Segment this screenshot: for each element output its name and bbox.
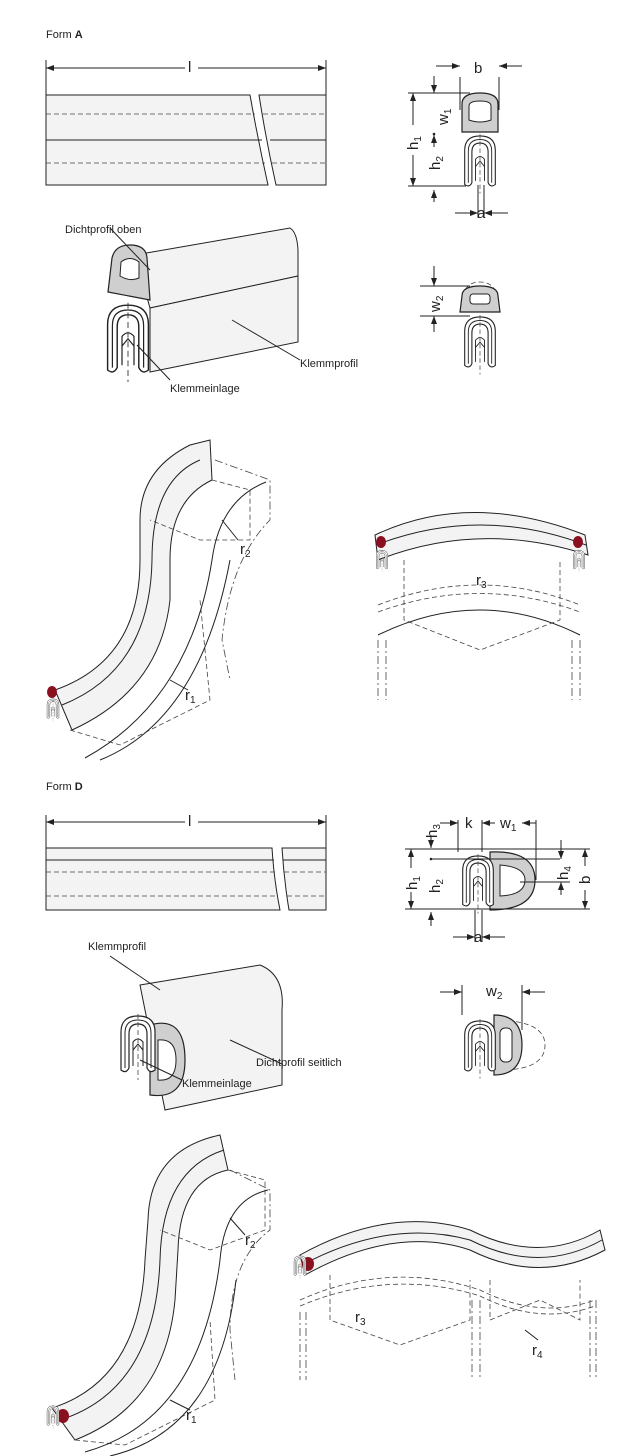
callout-dichtprofil-oben: Dichtprofil oben	[65, 224, 141, 236]
length-label: l	[188, 813, 191, 830]
radius-r2: r2	[245, 1232, 256, 1251]
radius-r1: r1	[185, 687, 196, 706]
radius-r1: r1	[186, 1407, 197, 1426]
form-d-section: Form D l k w1 h3 h1 h2 h4 b	[45, 781, 606, 1456]
dim-a: a	[477, 205, 486, 222]
dim-k: k	[465, 815, 473, 832]
form-a-isometric-view: Dichtprofil oben Klemmprofil Klemmeinlag…	[65, 224, 358, 395]
dim-h1: h1	[405, 136, 424, 150]
radius-r2: r2	[240, 541, 251, 560]
form-a-bent-horizontal: r3	[374, 512, 589, 700]
dim-h2: h2	[427, 156, 446, 170]
form-a-length-view: l	[45, 59, 327, 186]
dim-b: b	[577, 876, 594, 884]
form-d-title: Form D	[46, 781, 83, 793]
dim-w2: w2	[485, 983, 503, 1002]
dim-a: a	[474, 929, 483, 946]
form-d-compressed-section: w2	[440, 983, 546, 1080]
callout-klemmprofil: Klemmprofil	[88, 941, 146, 953]
radius-r3: r3	[355, 1309, 366, 1328]
dim-h1: h1	[404, 876, 423, 890]
dim-w1: w1	[435, 108, 454, 126]
form-d-cross-section: k w1 h3 h1 h2 h4 b a	[404, 815, 594, 946]
dim-h4: h4	[555, 866, 574, 880]
form-d-bent-wave: r3 r4	[293, 1221, 606, 1380]
form-a-compressed-section: w2	[420, 266, 501, 376]
form-d-length-view: l	[45, 813, 327, 911]
form-a-bent-vertical: r1 r2	[46, 439, 271, 761]
dim-h2: h2	[427, 879, 446, 893]
length-label: l	[188, 59, 191, 76]
callout-klemmeinlage: Klemmeinlage	[182, 1078, 252, 1090]
radius-r3: r3	[476, 572, 487, 591]
radius-r4: r4	[532, 1342, 543, 1361]
callout-klemmeinlage: Klemmeinlage	[170, 383, 240, 395]
dim-h3: h3	[424, 824, 443, 838]
dim-b: b	[474, 60, 482, 77]
form-a-cross-section: b w1 h1 h2 a	[405, 60, 522, 222]
form-d-isometric-view: Klemmprofil Dichtprofil seitlich Klemmei…	[88, 941, 342, 1111]
dim-w1: w1	[499, 815, 517, 834]
dim-w2: w2	[427, 295, 446, 313]
callout-klemmprofil: Klemmprofil	[300, 358, 358, 370]
callout-dichtprofil-seitlich: Dichtprofil seitlich	[256, 1057, 342, 1069]
form-d-bent-vertical: r1 r2	[46, 1134, 271, 1456]
form-a-section: Form A l b w1 h1 h2 a	[45, 29, 589, 761]
form-a-title: Form A	[46, 29, 83, 41]
